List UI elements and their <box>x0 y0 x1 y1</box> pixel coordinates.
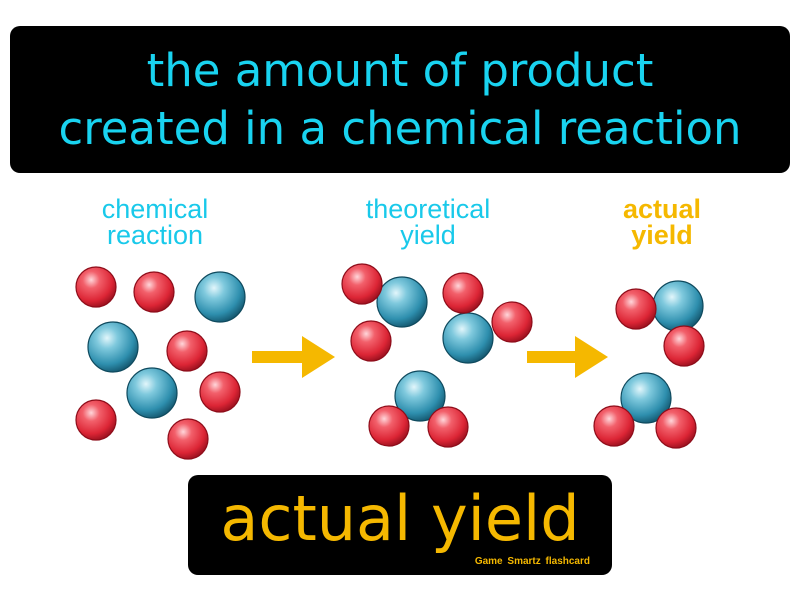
red-atom-icon <box>655 407 697 449</box>
red-atom-icon <box>663 325 705 367</box>
red-atom-icon <box>133 271 175 313</box>
definition-banner: the amount of product created in a chemi… <box>10 26 790 173</box>
term-title: actual yield <box>220 482 580 555</box>
stage-label-theoretical-yield: theoretical yield <box>338 194 518 250</box>
stage-label-actual-yield: actual yield <box>592 194 732 250</box>
blue-atom-icon <box>652 280 704 332</box>
red-atom-icon <box>350 320 392 362</box>
blue-atom-icon <box>376 276 428 328</box>
red-atom-icon <box>75 399 117 441</box>
blue-atom-icon <box>442 312 494 364</box>
definition-line-2: created in a chemical reaction <box>58 101 742 155</box>
credit-label: Game Smartz flashcard <box>474 556 590 567</box>
red-atom-icon <box>75 266 117 308</box>
red-atom-icon <box>442 272 484 314</box>
stage-label-line: yield <box>631 220 693 250</box>
actual-yield-cluster <box>593 280 705 449</box>
red-atom-icon <box>166 330 208 372</box>
blue-atom-icon <box>394 370 446 422</box>
red-atom-icon <box>427 406 469 448</box>
reaction-cluster <box>75 266 246 460</box>
red-atom-icon <box>491 301 533 343</box>
blue-atom-icon <box>87 321 139 373</box>
red-atom-icon <box>593 405 635 447</box>
stage-label-line: yield <box>400 220 456 250</box>
stage-label-line: chemical <box>101 194 209 224</box>
theoretical-yield-cluster <box>341 263 533 448</box>
term-banner: actual yield Game Smartz flashcard <box>188 475 612 575</box>
stage-label-line: actual <box>622 194 702 224</box>
arrow-right-icon <box>527 336 608 378</box>
red-atom-icon <box>199 371 241 413</box>
blue-atom-icon <box>126 367 178 419</box>
red-atom-icon <box>615 288 657 330</box>
stage-label-line: theoretical <box>365 194 491 224</box>
red-atom-icon <box>341 263 383 305</box>
red-atom-icon <box>368 405 410 447</box>
blue-atom-icon <box>620 372 672 424</box>
stage-label-line: reaction <box>106 220 204 250</box>
arrow-right-icon <box>252 336 335 378</box>
definition-line-1: the amount of product <box>146 43 654 97</box>
blue-atom-icon <box>194 271 246 323</box>
stage-label-chemical-reaction: chemical reaction <box>75 194 235 250</box>
red-atom-icon <box>167 418 209 460</box>
